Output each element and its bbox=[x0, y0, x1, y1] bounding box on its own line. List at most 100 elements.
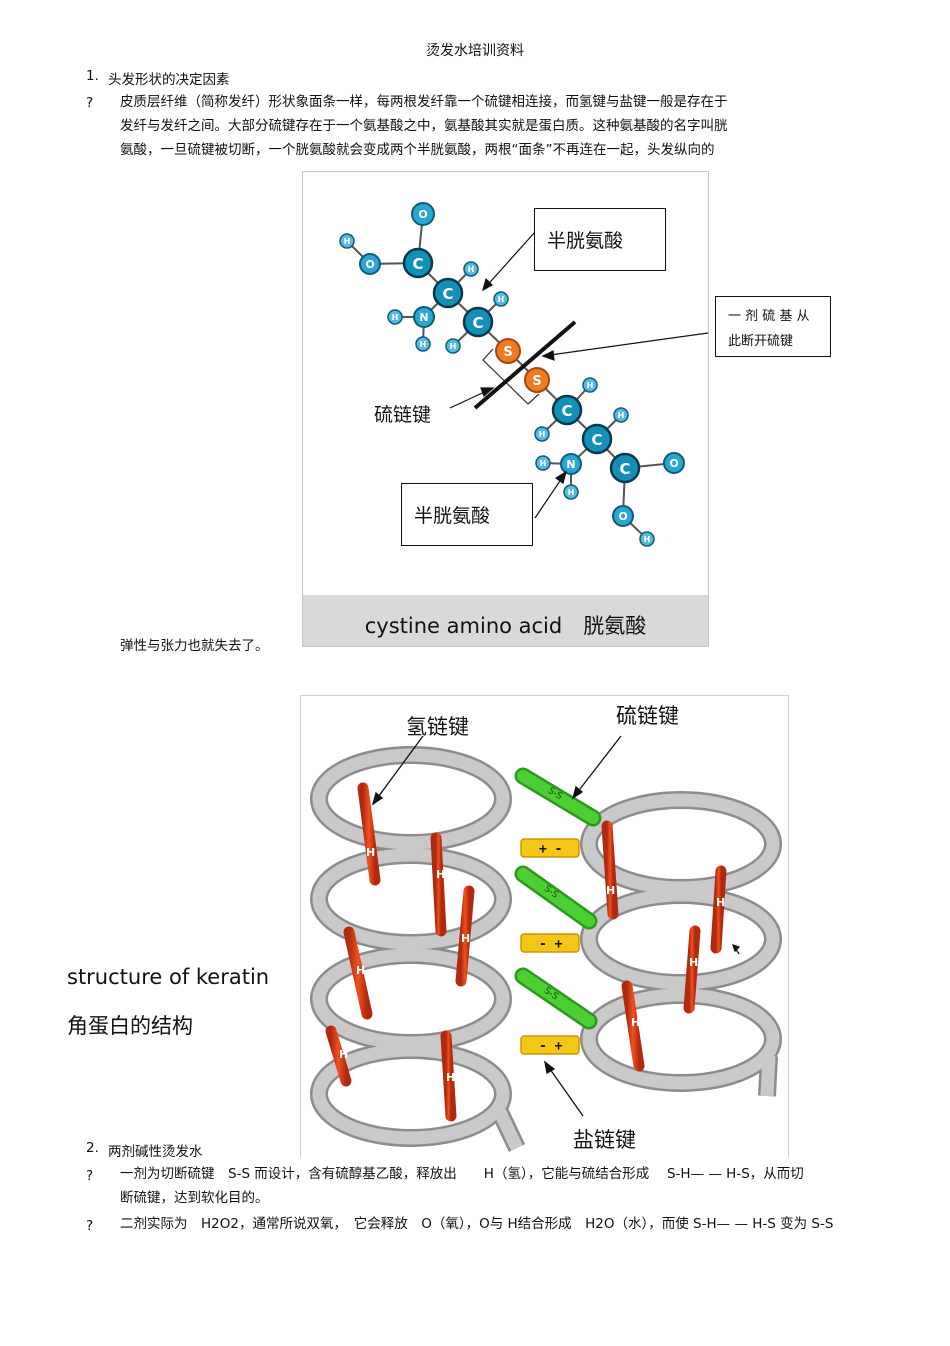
arrow-head bbox=[731, 943, 741, 953]
svg-text:H: H bbox=[344, 237, 351, 246]
hydrogen-atom: H bbox=[445, 338, 461, 354]
bullet-marker: ? bbox=[86, 95, 94, 111]
h-mark: H bbox=[631, 1016, 640, 1029]
arrow-head bbox=[480, 387, 495, 398]
svg-text:H: H bbox=[644, 535, 651, 544]
h-mark: H bbox=[339, 1048, 348, 1061]
arrow-head bbox=[482, 277, 493, 292]
keratin-title-en: structure of keratin bbox=[67, 965, 270, 989]
svg-text:C: C bbox=[472, 314, 483, 332]
h-mark: H bbox=[446, 1071, 455, 1084]
section-2-item-1: 一剂为切断硫键 S-S 而设计，含有硫醇基乙酸，释放出 H（氢），它能与硫结合形… bbox=[120, 1162, 910, 1210]
keratin-diagram: H H H H H H H H H H S-S S-S S-S bbox=[310, 735, 782, 1152]
side-note-line: 此断开硫键 bbox=[728, 334, 794, 349]
svg-text:O: O bbox=[669, 457, 678, 470]
svg-text:C: C bbox=[412, 255, 423, 273]
arrow-head bbox=[571, 785, 584, 800]
svg-text:C: C bbox=[591, 431, 602, 449]
hydrogen-atom: H bbox=[639, 531, 655, 547]
sulfur-atom: S bbox=[495, 338, 521, 364]
section-2-item-2: 二剂实际为 H2O2，通常所说双氧， 它会释放 O（氧），O与 H结合形成 H2… bbox=[120, 1216, 834, 1232]
svg-text:O: O bbox=[618, 510, 627, 523]
svg-text:O: O bbox=[365, 258, 374, 271]
side-note-box: 一 剂 硫 基 从 此断开硫键 bbox=[715, 296, 831, 357]
arrow-head bbox=[541, 350, 555, 361]
svg-text:H: H bbox=[539, 430, 546, 439]
hydrogen-atom: H bbox=[415, 336, 431, 352]
hydrogen-atom: H bbox=[534, 426, 550, 442]
sulfur-bond-label: 硫链键 bbox=[616, 704, 679, 728]
paragraph-line: 断硫键，达到软化目的。 bbox=[120, 1190, 269, 1206]
arrow-line bbox=[542, 332, 708, 357]
paragraph-line: 发纤与发纤之间。大部分硫键存在于一个氨基酸之中，氨基酸其实就是蛋白质。这种氨基酸… bbox=[120, 118, 728, 134]
hydrogen-atom: H bbox=[563, 484, 579, 500]
svg-text:H: H bbox=[450, 342, 457, 351]
arrow-line bbox=[572, 735, 622, 799]
svg-text:C: C bbox=[561, 402, 572, 420]
label-box-top: 半胱氨酸 bbox=[534, 208, 666, 271]
carbon-atom: C bbox=[432, 277, 464, 309]
paragraph-line: 一剂为切断硫键 S-S 而设计，含有硫醇基乙酸，释放出 H（氢），它能与硫结合形… bbox=[120, 1166, 804, 1182]
carbon-atom: C bbox=[462, 306, 494, 338]
bullet-marker: ? bbox=[86, 1168, 94, 1184]
svg-text:S: S bbox=[503, 345, 512, 360]
section-1-heading: 头发形状的决定因素 bbox=[108, 72, 230, 88]
carbon-atom: C bbox=[581, 423, 613, 455]
h-mark: H bbox=[689, 956, 698, 969]
side-note-text: 一 剂 硫 基 从 此断开硫键 bbox=[728, 304, 810, 354]
h-mark: H bbox=[606, 884, 615, 897]
arrow-line bbox=[372, 735, 424, 805]
cystine-diagram: O H O C H C N H H H C H S S H C H H C N … bbox=[339, 202, 708, 547]
svg-text:O: O bbox=[418, 208, 427, 221]
hydrogen-atom: H bbox=[387, 309, 403, 325]
svg-text:N: N bbox=[419, 311, 428, 324]
section-1-number: 1. bbox=[86, 68, 99, 84]
arrow-head bbox=[554, 470, 567, 484]
carbon-atom: C bbox=[402, 247, 434, 279]
hydrogen-atom: H bbox=[493, 291, 509, 307]
section-2-number: 2. bbox=[86, 1140, 99, 1156]
label-box-bottom: 半胱氨酸 bbox=[401, 483, 533, 546]
oxygen-atom: O bbox=[663, 452, 685, 474]
h-mark: H bbox=[436, 868, 445, 881]
keratin-figure: H H H H H H H H H H S-S S-S S-S bbox=[300, 695, 789, 1158]
svg-text:H: H bbox=[568, 488, 575, 497]
paragraph-tail: 弹性与张力也就失去了。 bbox=[120, 638, 269, 654]
svg-text:N: N bbox=[566, 458, 575, 471]
cystine-figure: O H O C H C N H H H C H S S H C H H C N … bbox=[302, 171, 709, 647]
disulfide-bonds bbox=[514, 767, 602, 1030]
disulfide-bond-label: 硫链键 bbox=[374, 404, 432, 426]
arrow-head bbox=[544, 1060, 556, 1075]
h-mark: H bbox=[366, 846, 375, 859]
document-title: 烫发水培训资料 bbox=[426, 43, 524, 59]
oxygen-atom: O bbox=[612, 505, 634, 527]
h-mark: H bbox=[716, 896, 725, 909]
salt-charge-label: + - bbox=[539, 842, 562, 857]
keratin-title-zh: 角蛋白的结构 bbox=[67, 1014, 193, 1038]
salt-bond-label: 盐链键 bbox=[573, 1128, 636, 1152]
svg-text:H: H bbox=[618, 411, 625, 420]
nitrogen-atom: N bbox=[560, 453, 582, 475]
arrow-line bbox=[482, 231, 536, 291]
svg-text:C: C bbox=[442, 285, 453, 303]
svg-text:H: H bbox=[468, 265, 475, 274]
svg-text:H: H bbox=[540, 459, 547, 468]
h-mark: H bbox=[461, 932, 470, 945]
hydrogen-atom: H bbox=[582, 377, 598, 393]
oxygen-atom: O bbox=[411, 202, 435, 226]
svg-text:H: H bbox=[392, 313, 399, 322]
bond-cut-line bbox=[473, 320, 577, 410]
hydrogen-atom: H bbox=[535, 455, 551, 471]
hydrogen-atom: H bbox=[613, 407, 629, 423]
cysteine-label-bottom: 半胱氨酸 bbox=[414, 505, 491, 527]
paragraph-line: 皮质层纤维（简称发纤）形状象面条一样，每两根发纤靠一个硫键相连接，而氢键与盐键一… bbox=[120, 94, 728, 110]
right-helix bbox=[580, 791, 782, 1097]
side-note-line: 一 剂 硫 基 从 bbox=[728, 309, 810, 324]
section-2-heading: 两剂碱性烫发水 bbox=[108, 1144, 203, 1160]
sulfur-atom: S bbox=[524, 367, 550, 393]
arrow-head bbox=[371, 791, 384, 806]
salt-bonds bbox=[520, 838, 580, 1055]
salt-charge-label: - + bbox=[539, 1039, 563, 1054]
h-mark: H bbox=[356, 964, 365, 977]
paragraph-line: 氨酸，一旦硫键被切断，一个胱氨酸就会变成两个半胱氨酸，两根“面条”不再连在一起，… bbox=[120, 142, 715, 158]
